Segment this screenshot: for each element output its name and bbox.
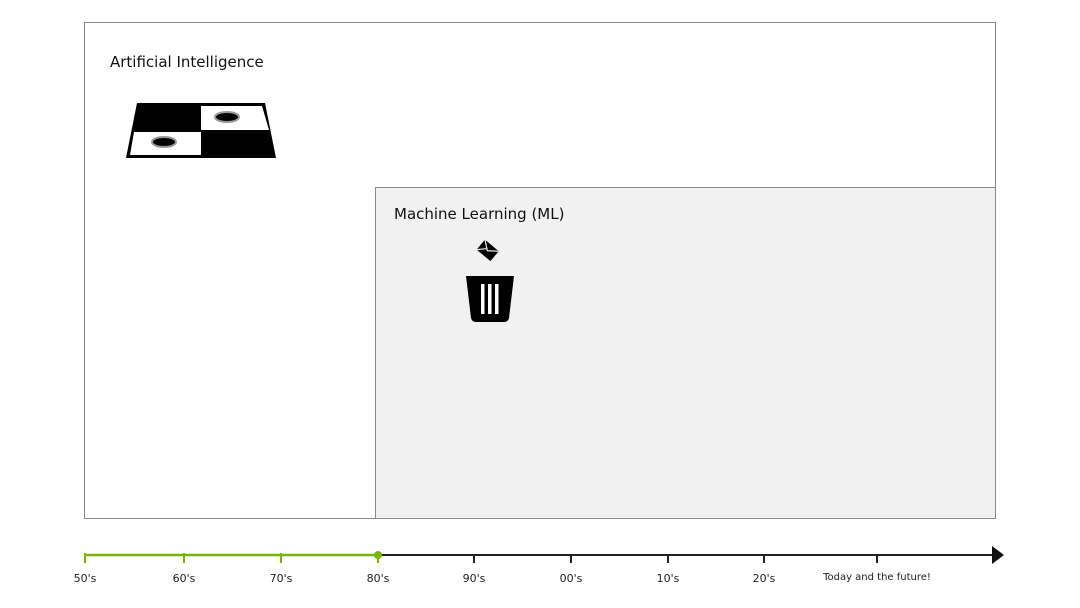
timeline-label: 80's — [366, 572, 390, 585]
timeline-label: 10's — [656, 572, 680, 585]
timeline-arrowhead — [992, 546, 1004, 564]
trash-bin-icon — [466, 276, 514, 322]
checkers-board-icon — [126, 103, 276, 158]
timeline-label: 00's — [559, 572, 583, 585]
timeline-label: 90's — [462, 572, 486, 585]
timeline-label: 70's — [269, 572, 293, 585]
ml-title: Machine Learning (ML) — [394, 205, 565, 223]
timeline-label: 60's — [172, 572, 196, 585]
timeline-label: Today and the future! — [823, 572, 931, 583]
timeline-label: 20's — [752, 572, 776, 585]
ai-title: Artificial Intelligence — [110, 53, 264, 71]
ml-box: Machine Learning (ML) — [375, 187, 996, 519]
envelope-icon — [476, 239, 499, 262]
timeline-label: 50's — [73, 572, 97, 585]
